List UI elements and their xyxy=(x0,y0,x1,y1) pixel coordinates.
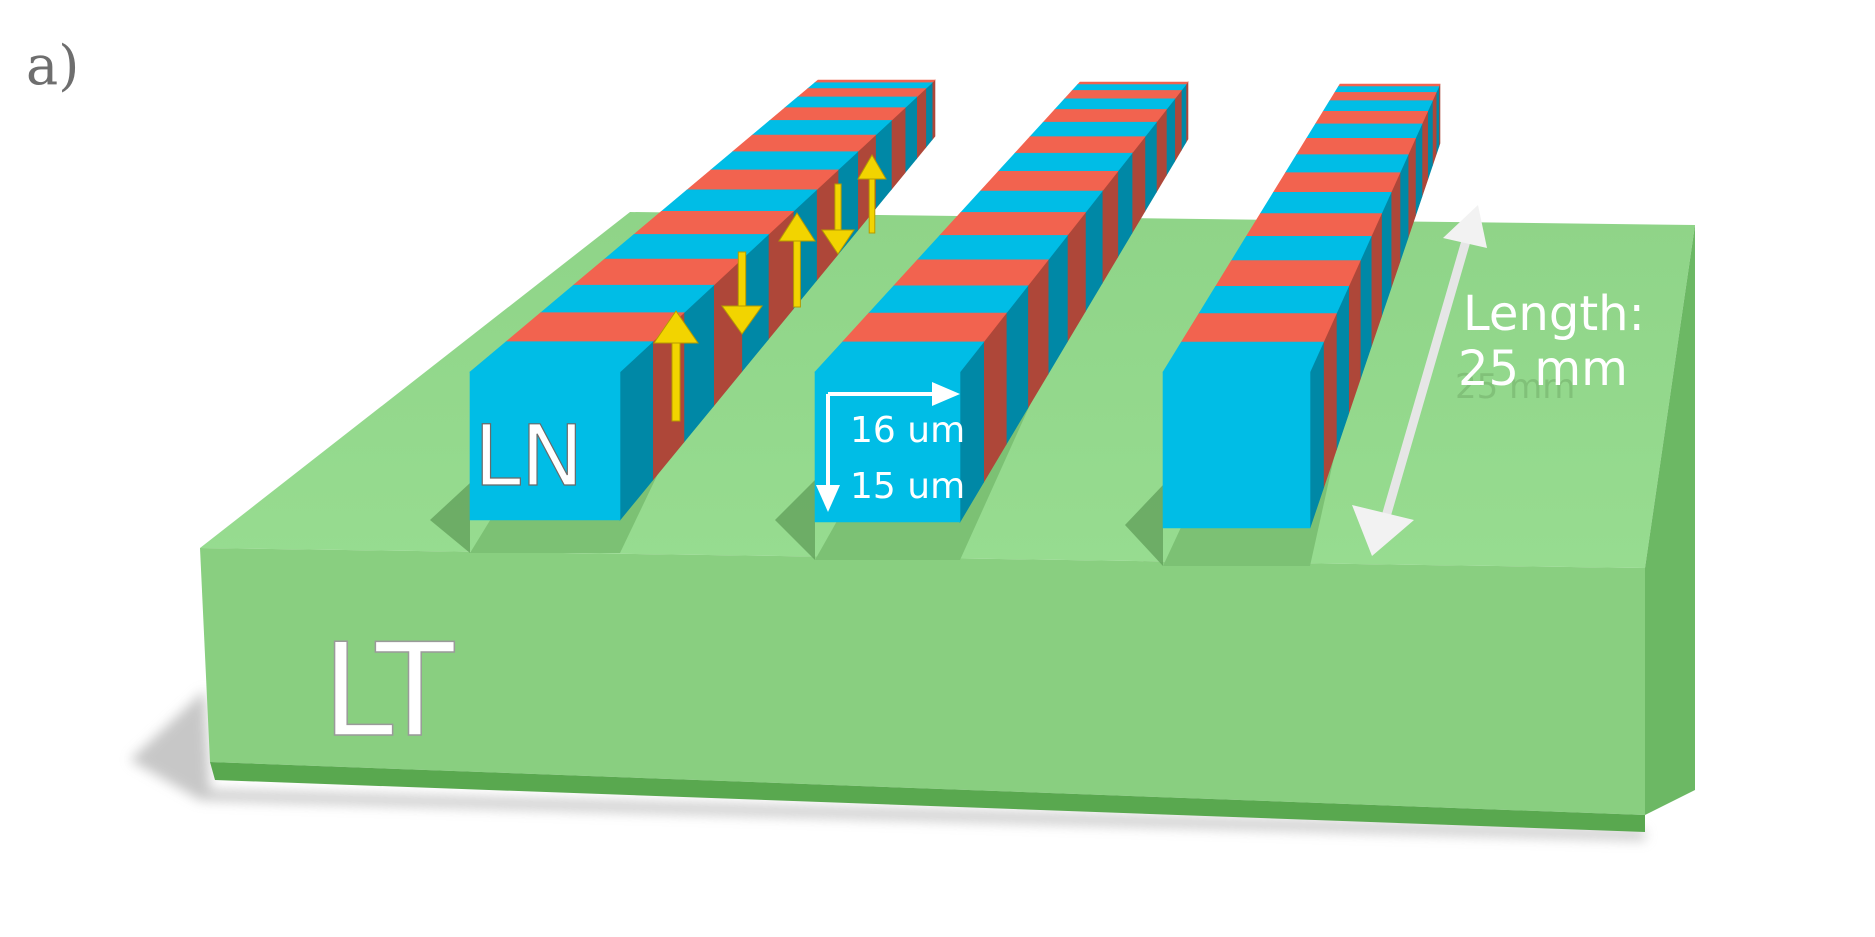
ridge-1-front-face xyxy=(469,371,621,521)
ridge-2-top-domain xyxy=(1063,90,1182,100)
ridge-1-top-domain xyxy=(807,82,933,89)
ridge-2-top-domain xyxy=(1071,84,1187,91)
ridge-3-top-domain xyxy=(1314,110,1429,125)
ridge-2-top-domain xyxy=(1042,109,1168,123)
ridge-1-top-domain xyxy=(814,79,936,83)
substrate-right-face xyxy=(1645,225,1695,815)
ridge-1-top-domain xyxy=(751,120,893,136)
ridge-3-top-domain xyxy=(1198,286,1350,314)
length-arrow xyxy=(1352,205,1487,556)
ridge-3-front-face xyxy=(1162,371,1311,529)
ridge-2-top-domain xyxy=(1029,121,1158,138)
ridge-3-top-domain xyxy=(1215,260,1361,287)
ridge-3-top-domain xyxy=(1322,100,1433,112)
ridge-1-top-domain xyxy=(686,169,839,191)
ridge-3-top-domain xyxy=(1230,236,1372,261)
height-label: 15 um xyxy=(850,466,965,507)
ridge-3-top-domain xyxy=(1162,341,1324,373)
ridge-3-side-domain xyxy=(1432,92,1437,166)
ridge-1-side-domain xyxy=(891,106,906,191)
polarization-arrow-up xyxy=(857,154,887,234)
ridge-3-top-domain xyxy=(1284,154,1409,173)
polarization-arrows xyxy=(653,154,887,422)
ridge-2-top-domain xyxy=(1014,136,1146,154)
ridge-3-top-domain xyxy=(1272,172,1401,193)
ridge-2-top-domain xyxy=(841,312,1007,343)
ridge-3-top-domain xyxy=(1296,138,1416,155)
ridge-2-top-domain xyxy=(960,190,1103,213)
ridge-1-side-domain xyxy=(931,79,936,141)
width-label: 16 um xyxy=(850,410,965,451)
ridge-1-top-domain xyxy=(769,107,906,121)
ridge-2-top-domain xyxy=(979,170,1119,192)
ln-label: LN xyxy=(474,407,584,505)
ridge-2-top-domain xyxy=(1076,81,1189,85)
ridge-2-top-domain xyxy=(1054,98,1176,110)
ridge-3-top-domain xyxy=(1180,313,1337,343)
length-shadow: 25 mm xyxy=(1455,367,1575,407)
ridge-1-top-domain xyxy=(784,96,918,108)
ridge-3-top-domain xyxy=(1306,123,1423,139)
ridge-1-side-domain xyxy=(916,87,927,160)
ridge-2-side-domain xyxy=(1181,83,1187,152)
ridge-3-side-domain xyxy=(1427,100,1433,180)
ridge-2-front-face xyxy=(814,371,961,523)
substrate-front-face xyxy=(200,548,1645,815)
ridge-3-top-domain xyxy=(1334,86,1440,93)
substrate-bottom-edge xyxy=(210,762,1645,832)
ridge-3-side-domain xyxy=(1421,111,1428,197)
ridge-2-top-domain xyxy=(814,341,985,373)
polarization-arrow-up xyxy=(778,212,816,308)
ridge-3-top-domain xyxy=(1329,92,1437,102)
ridge-2-side-domain xyxy=(1185,81,1189,144)
ridge-2-top-domain xyxy=(997,152,1133,172)
ridge-3-side-domain xyxy=(1415,123,1423,216)
ridge-3-side-domain xyxy=(1435,86,1440,155)
ridge-2-top-domain xyxy=(916,235,1069,261)
ridge-1-side-domain xyxy=(904,96,918,174)
length-label-line1: Length: xyxy=(1463,286,1645,342)
ridge-2-side-domain xyxy=(1156,108,1167,194)
ridge-2-top-domain xyxy=(893,259,1049,287)
ridge-3-top-domain xyxy=(1245,213,1382,237)
ridge-2-side-domain xyxy=(1144,121,1157,213)
ridge-2-side-domain xyxy=(1174,89,1182,163)
ridge-1-side-domain xyxy=(925,81,933,149)
panel-label: a) xyxy=(26,34,80,97)
ridge-3-top-domain xyxy=(1337,83,1441,87)
length-label-line2: 25 mm xyxy=(1458,341,1628,397)
ridge-1-top-domain xyxy=(710,151,859,171)
ridge-1-top-domain xyxy=(731,134,877,152)
dimension-arrows xyxy=(816,382,960,512)
ridge-2-top-domain xyxy=(868,285,1029,314)
polarization-arrow-down xyxy=(721,251,763,335)
polarization-arrow-down xyxy=(821,183,855,255)
ridge-1-top-domain xyxy=(796,88,927,98)
ridge-1-top-domain xyxy=(660,189,818,212)
ridge-1-top-domain xyxy=(633,211,795,235)
lt-label: LT xyxy=(322,617,455,766)
substrate-shadow xyxy=(130,690,1645,840)
polarization-arrow-up xyxy=(653,310,699,422)
ridge-2-side-domain xyxy=(1166,97,1176,177)
waveguide-ridges xyxy=(469,79,1441,529)
ridge-3-top-domain xyxy=(1259,191,1392,214)
ridge-2-top-domain xyxy=(939,212,1087,236)
